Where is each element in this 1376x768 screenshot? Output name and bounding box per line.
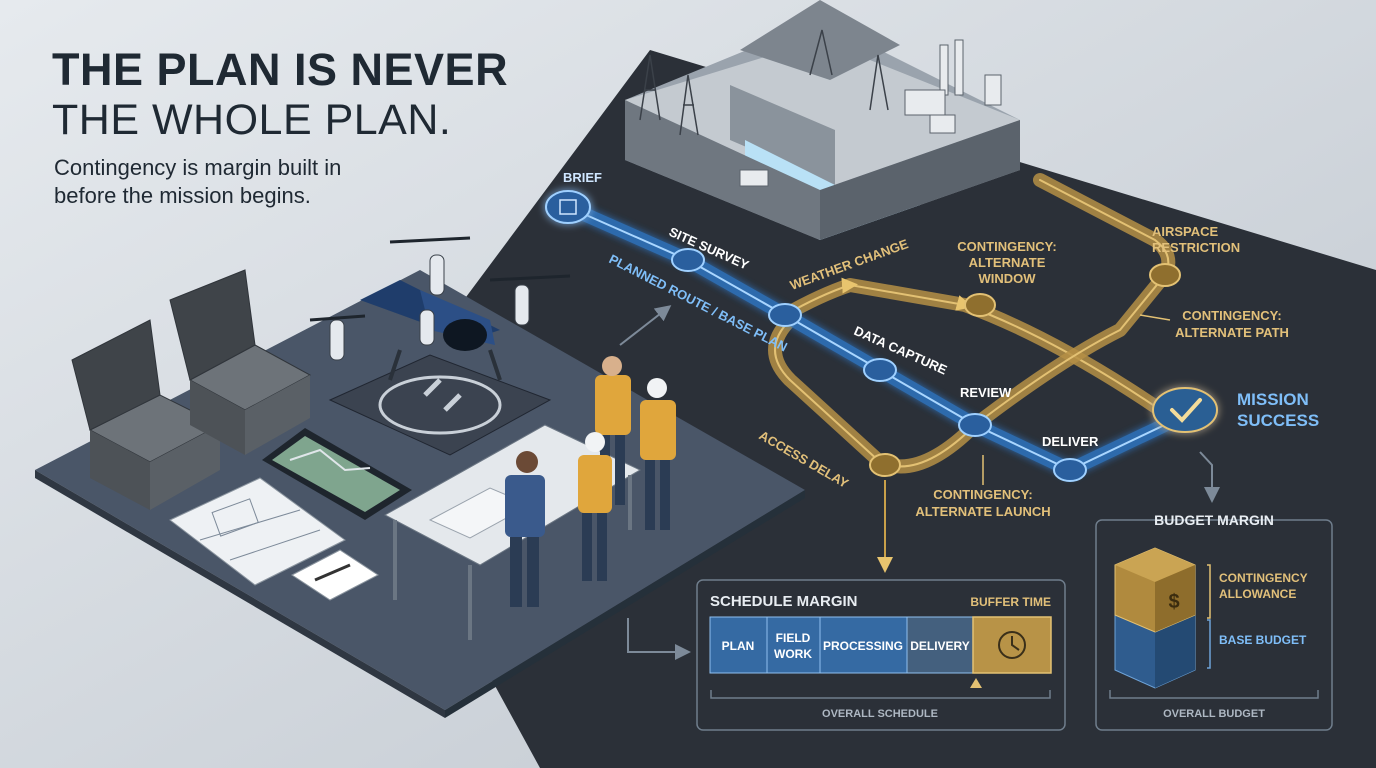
subtitle-line-1: Contingency is margin built in xyxy=(54,155,342,180)
schedule-footer: OVERALL SCHEDULE xyxy=(822,708,938,720)
label-alt-window-2: ALTERNATE xyxy=(969,255,1046,270)
schedule-segment-plan: PLAN xyxy=(722,639,755,653)
schedule-bar-field-work xyxy=(766,616,821,674)
label-alt-path-2: ALTERNATE PATH xyxy=(1175,325,1289,340)
dam-illustration xyxy=(625,0,1020,240)
node-alternate-window xyxy=(964,293,996,317)
budget-footer: OVERALL BUDGET xyxy=(1163,708,1265,720)
node-airspace-restriction xyxy=(1149,263,1181,287)
equipment-cases xyxy=(71,269,312,510)
schedule-segment-field: FIELD xyxy=(776,631,811,645)
node-base-plan xyxy=(768,303,802,327)
buffer-marker-icon xyxy=(970,678,982,688)
pointer-arrow-budget xyxy=(1199,451,1220,503)
schedule-segment-work: WORK xyxy=(774,647,812,661)
schedule-bar-plan xyxy=(709,616,768,674)
node-deliver xyxy=(1053,458,1087,482)
label-alt-launch-2: ALTERNATE LAUNCH xyxy=(915,504,1050,519)
connector-alt-path xyxy=(1139,314,1171,321)
label-alt-launch-1: CONTINGENCY: xyxy=(933,487,1032,502)
node-site-survey xyxy=(671,248,705,272)
node-review xyxy=(958,413,992,437)
pointer-arrow-plan xyxy=(619,305,672,346)
node-brief xyxy=(545,190,591,224)
label-airspace-2: RESTRICTION xyxy=(1152,240,1240,255)
label-review: REVIEW xyxy=(960,385,1012,400)
document-icon xyxy=(559,199,577,215)
schedule-buffer-label: BUFFER TIME xyxy=(970,595,1051,609)
checkmark-icon xyxy=(1170,398,1202,423)
schedule-bar-delivery xyxy=(906,616,974,674)
field-team-illustration xyxy=(383,356,676,640)
headline-line-2: THE WHOLE PLAN. xyxy=(52,96,452,144)
headline-line-1: THE PLAN IS NEVER xyxy=(52,44,509,95)
pointer-arrow-schedule xyxy=(627,618,691,660)
budget-stack: $ xyxy=(1114,547,1196,689)
node-alternate-launch xyxy=(869,453,901,477)
schedule-segment-processing: PROCESSING xyxy=(823,639,903,653)
label-alt-window-3: WINDOW xyxy=(978,271,1036,286)
schedule-segment-delivery: DELIVERY xyxy=(910,639,970,653)
budget-base: BASE BUDGET xyxy=(1219,633,1307,647)
tablet-illustration xyxy=(262,428,412,520)
drone-illustration xyxy=(309,236,571,456)
schedule-title: SCHEDULE MARGIN xyxy=(710,593,858,610)
label-alt-window-1: CONTINGENCY: xyxy=(957,239,1056,254)
dollar-icon: $ xyxy=(1168,591,1179,613)
schedule-margin-panel: SCHEDULE MARGIN BUFFER TIME PLAN FIELD W… xyxy=(696,579,1066,731)
budget-contingency-1: CONTINGENCY xyxy=(1219,571,1308,585)
subtitle-line-2: before the mission begins. xyxy=(54,183,311,208)
label-brief: BRIEF xyxy=(563,170,602,185)
label-mission-success-2: SUCCESS xyxy=(1237,411,1319,430)
budget-title: BUDGET MARGIN xyxy=(1154,512,1274,528)
route-nodes xyxy=(545,190,1218,482)
label-airspace-1: AIRSPACE xyxy=(1152,224,1219,239)
label-mission-success-1: MISSION xyxy=(1237,390,1309,409)
label-alt-path-1: CONTINGENCY: xyxy=(1182,308,1281,323)
budget-bracket xyxy=(1109,690,1319,699)
node-data-capture xyxy=(863,358,897,382)
clock-icon xyxy=(998,631,1026,659)
node-mission-success xyxy=(1152,387,1218,433)
schedule-bar-processing xyxy=(819,616,908,674)
budget-contingency-2: ALLOWANCE xyxy=(1219,587,1296,601)
label-deliver: DELIVER xyxy=(1042,434,1099,449)
schedule-bracket xyxy=(710,690,1051,699)
budget-margin-panel: BUDGET MARGIN $ CONTINGENCY ALLOWANCE BA… xyxy=(1095,512,1333,731)
blueprint-papers xyxy=(169,477,379,601)
